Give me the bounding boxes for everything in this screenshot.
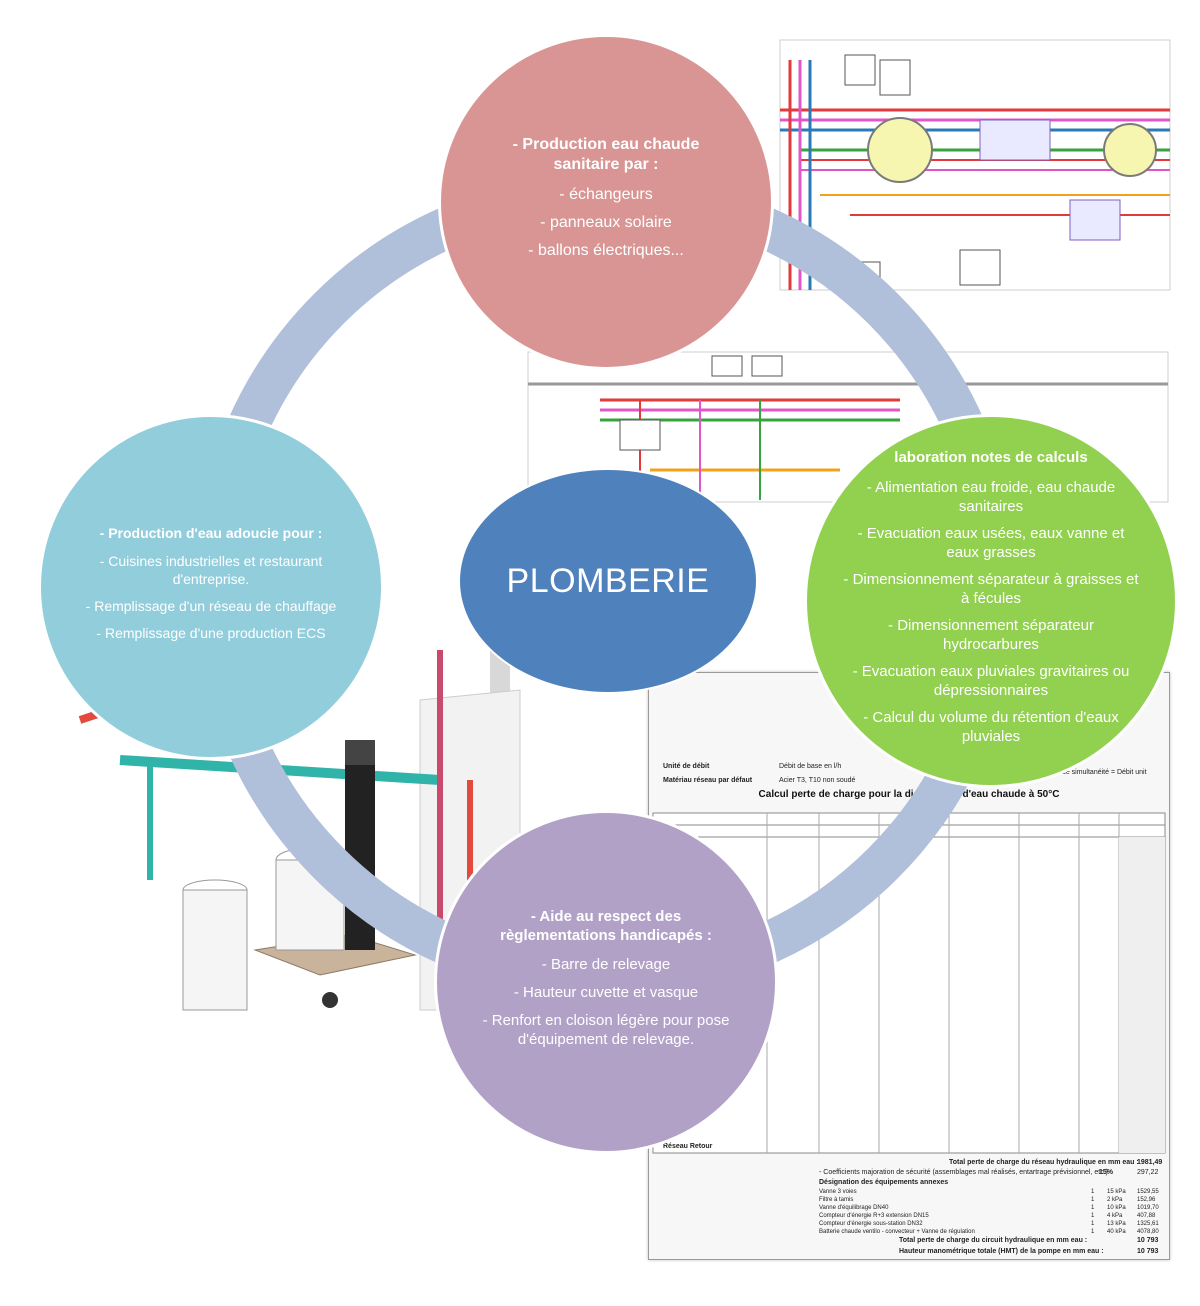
equipment-name: Compteur d'énergie sous-station DN32 [819,1221,923,1227]
equipment-value: 407,88 [1137,1213,1156,1219]
equipment-pdc: 40 kPa [1107,1229,1126,1235]
flow-unit-label: Unité de débit [663,763,710,770]
equipment-qty: 1 [1091,1213,1095,1219]
equipment-value: 1325,61 [1137,1221,1159,1227]
center-label: PLOMBERIE [506,561,710,600]
node-item: - ballons électriques... [528,242,684,259]
equipment-pdc: 15 kPa [1107,1189,1126,1195]
node-item: - Cuisines industrielles et restaurant d… [99,552,323,587]
hmt-value: 10 793 [1137,1248,1159,1255]
equipment-value: 4078,80 [1137,1229,1159,1235]
node-item: - Renfort en cloison légère pour pose d'… [482,1011,730,1048]
simultaneity-select: Sans affectation de coef de simultanéité… [985,769,1147,776]
equipment-pdc: 13 kPa [1107,1221,1126,1227]
node-heading: laboration notes de calculs [894,449,1088,466]
safety-coef-pct: 15% [1099,1169,1114,1176]
node-item: - Evacuation eaux pluviales gravitaires … [852,663,1130,699]
node-item: - Hauteur cuvette et vasque [513,983,699,1001]
flow-unit-value: Débit de base en l/h [779,763,842,770]
material-value: Acier T3, T10 non soudé [779,777,856,784]
equipment-qty: 1 [1091,1205,1095,1211]
hmt-label: Hauteur manométrique totale (HMT) de la … [899,1248,1104,1255]
material-label: Matériau réseau par défaut [663,777,753,784]
safety-coef-value: 297,22 [1137,1169,1159,1176]
equipment-qty: 1 [1091,1189,1095,1195]
node-item: - Calcul du volume du rétention d'eaux p… [863,709,1119,745]
safety-coef-label: - Coefficients majoration de sécurité (a… [819,1169,1108,1176]
equipment-name: Batterie chaude ventilo - convecteur + V… [819,1229,975,1235]
equipment-header: Désignation des équipements annexes [819,1179,949,1186]
sheet-title: Calcul perte de charge pour la distribut… [758,789,1060,800]
equipment-value: 1019,70 [1137,1205,1159,1211]
equipment-qty: 1 [1091,1221,1095,1227]
equipment-qty: 1 [1091,1197,1095,1203]
equipment-name: Vanne 3 voies [819,1189,857,1195]
equipment-value: 152,96 [1137,1197,1156,1203]
node-item: - Remplissage d'une production ECS [96,624,326,641]
schematic-top-right [779,39,1171,291]
node-heading: - Production d'eau adoucie pour : [99,524,323,541]
equipment-name: Vanne d'équilibrage DN40 [819,1205,889,1211]
node-hot-water-production: - Production eau chaude sanitaire par : … [438,34,774,370]
node-heading: - Aide au respect des règlementations ha… [500,907,712,944]
center-node: PLOMBERIE [458,468,758,694]
node-item: - panneaux solaire [540,214,672,231]
node-item: - Remplissage d'un réseau de chauffage [85,597,337,614]
total-circuit-value: 10 793 [1137,1237,1159,1244]
total-network-value: 1981,49 [1137,1159,1163,1166]
node-calculation-notes: laboration notes de calculs - Alimentati… [804,414,1178,788]
equipment-pdc: 10 kPa [1107,1205,1126,1211]
equipment-qty: 1 [1091,1229,1095,1235]
node-item: - Alimentation eau froide, eau chaude sa… [866,479,1116,515]
equipment-pdc: 2 kPa [1107,1197,1123,1203]
node-item: - Barre de relevage [541,955,671,973]
total-network-label: Total perte de charge du réseau hydrauli… [949,1159,1139,1166]
node-item: - échangeurs [559,186,653,203]
node-item: - Evacuation eaux usées, eaux vanne et e… [857,525,1125,561]
total-circuit-label: Total perte de charge du circuit hydraul… [899,1237,1088,1244]
node-accessibility: - Aide au respect des règlementations ha… [434,810,778,1154]
equipment-pdc: 4 kPa [1107,1213,1123,1219]
equipment-name: Compteur d'énergie R+3 extension DN15 [819,1213,929,1219]
node-softened-water: - Production d'eau adoucie pour : - Cuis… [38,414,384,760]
return-network-label: Réseau Retour [663,1143,713,1150]
equipment-name: Filtre à tamis [819,1197,854,1203]
equipment-value: 1529,55 [1137,1189,1159,1195]
node-heading: - Production eau chaude sanitaire par : [512,136,700,173]
node-item: - Dimensionnement séparateur hydrocarbur… [888,617,1094,653]
node-item: - Dimensionnement séparateur à graisses … [843,571,1139,607]
